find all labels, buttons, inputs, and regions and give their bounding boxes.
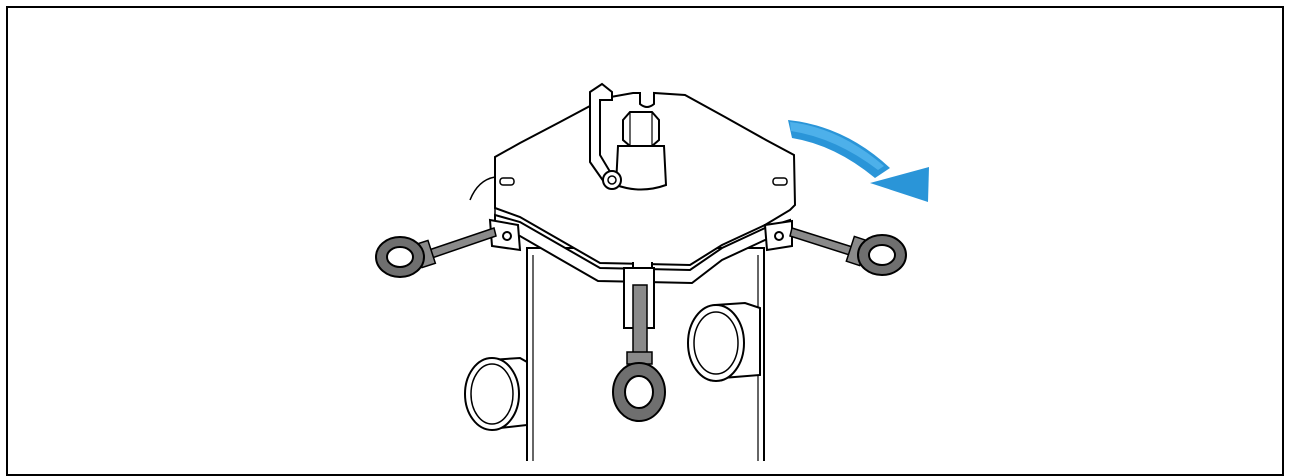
vessel-lid-illustration — [375, 82, 907, 461]
rotation-arrow-shaft-highlight — [790, 122, 884, 170]
ball-valve-icon — [589, 82, 668, 191]
rotation-arrow-head — [870, 167, 929, 202]
side-nozzle-right — [687, 301, 761, 382]
rotate-clockwise-arrow-icon — [788, 120, 929, 202]
eyebolt-icon — [375, 227, 497, 278]
side-nozzle-left — [464, 356, 528, 431]
eyebolt-icon — [612, 267, 666, 422]
clamp-block-right — [763, 219, 793, 252]
eyebolt-icon — [789, 227, 907, 276]
